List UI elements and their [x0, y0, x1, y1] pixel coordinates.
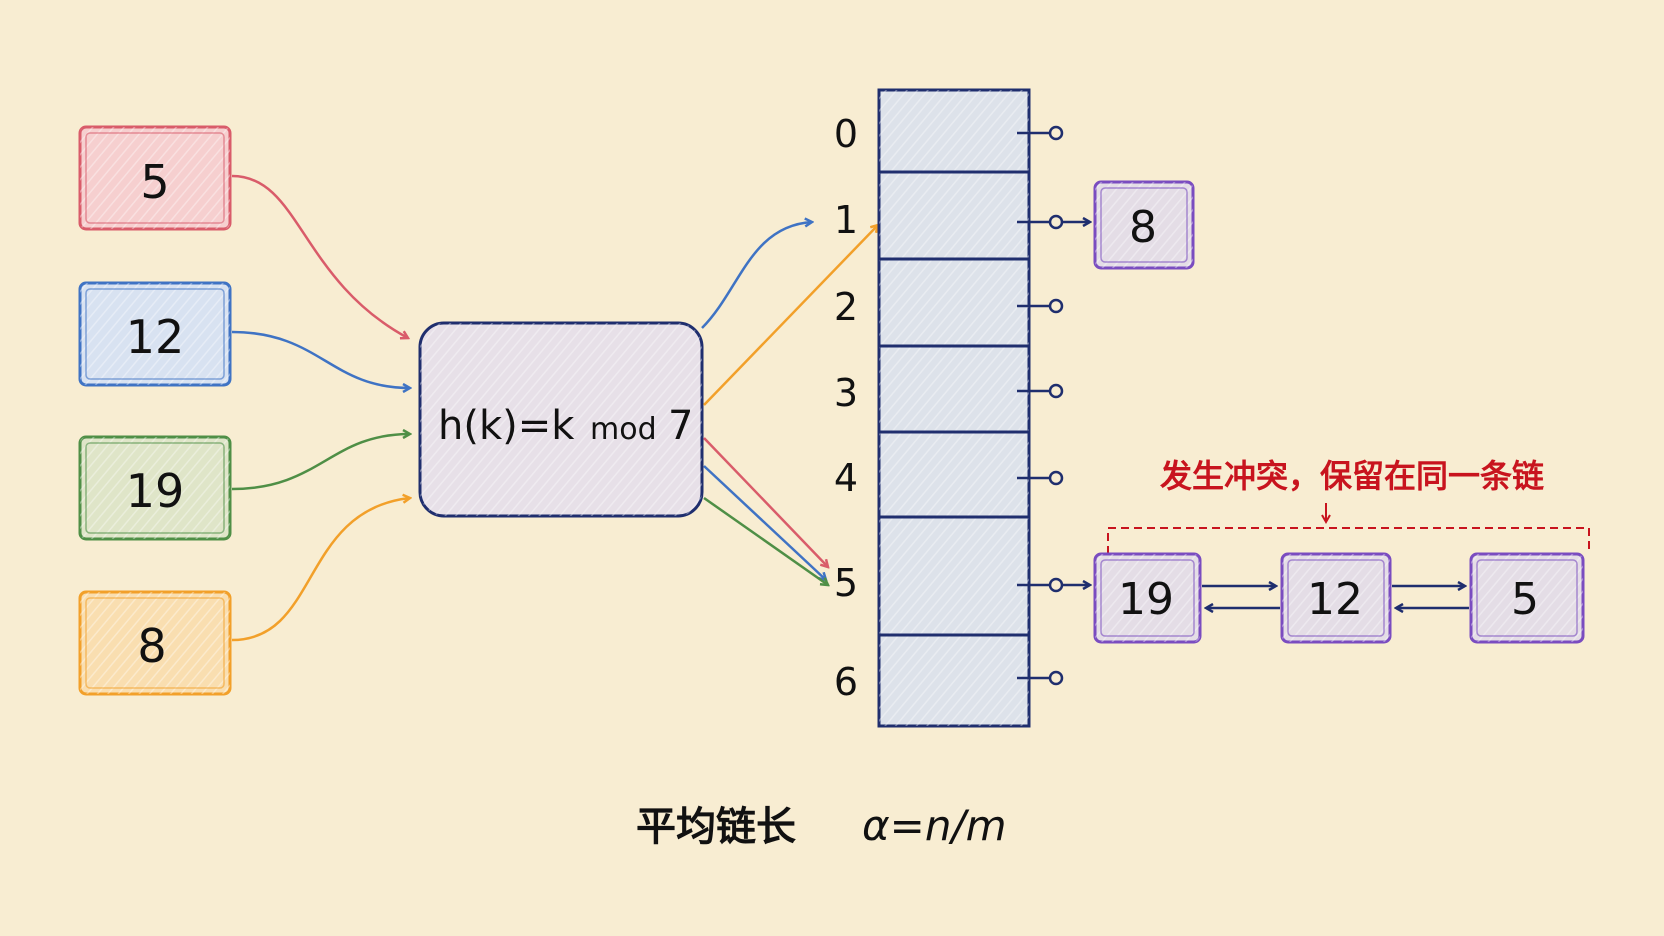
bucket-index-5: 5 — [834, 561, 858, 605]
arrow-key5-to-hash — [231, 174, 408, 338]
bucket-index-6: 6 — [834, 660, 858, 704]
bucket-index-1: 1 — [834, 198, 858, 242]
arrow-hash-to-bucket5-red — [703, 437, 828, 567]
key-label-19: 19 — [126, 464, 185, 518]
arrow-hash-to-bucket5-green — [703, 496, 828, 585]
hash-function-modulus: 7 — [668, 403, 693, 449]
chain-node-12: 12 — [1280, 552, 1392, 644]
bucket-index-3: 3 — [834, 371, 858, 415]
bucket-pointer-2 — [1017, 298, 1064, 314]
key-box-8: 8 — [78, 590, 232, 696]
arrow-hash-to-bucket1-orange — [703, 225, 878, 406]
chain-node-label-5: 5 — [1511, 574, 1539, 625]
bucket-index-2: 2 — [834, 285, 858, 329]
arrow-hash-to-bucket5-blue — [703, 465, 826, 580]
chain-node-5: 5 — [1469, 552, 1585, 644]
bucket-pointer-4 — [1017, 470, 1064, 486]
hash-function-box: h(k)=k mod 7 — [418, 321, 704, 518]
bucket-pointer-0 — [1017, 125, 1064, 141]
key-box-12: 12 — [78, 281, 232, 387]
arrow-key12-to-hash — [231, 330, 410, 388]
key-label-12: 12 — [126, 310, 185, 364]
bucket-pointer-5 — [1017, 577, 1090, 593]
collision-bracket — [1107, 527, 1590, 554]
bucket-pointer-1 — [1017, 214, 1090, 230]
chain-node-label-12: 12 — [1307, 574, 1363, 625]
bucket-index-0: 0 — [834, 112, 858, 156]
bucket-pointer-6 — [1017, 670, 1064, 686]
chain-node-label-19: 19 — [1118, 574, 1174, 625]
load-factor-label: 平均链长 — [636, 804, 796, 850]
bucket-array — [877, 88, 1031, 728]
key-label-8: 8 — [137, 619, 166, 673]
chain-node-19: 19 — [1093, 552, 1202, 644]
chain-node-8: 8 — [1093, 180, 1195, 270]
key-box-5: 5 — [78, 125, 232, 231]
key-box-19: 19 — [78, 435, 232, 541]
arrow-key19-to-hash — [231, 434, 410, 491]
arrow-hash-to-bucket1-blue — [701, 222, 812, 329]
bucket-pointer-3 — [1017, 383, 1064, 399]
hash-function-mod: mod — [590, 412, 657, 447]
load-factor-formula: α=n/m — [862, 801, 1007, 850]
bucket-index-4: 4 — [834, 456, 858, 500]
hash-function-formula: h(k)=k — [438, 403, 575, 449]
collision-note: 发生冲突，保留在同一条链 — [1160, 457, 1544, 495]
chain-node-label-8: 8 — [1129, 202, 1157, 253]
arrow-key8-to-hash — [231, 498, 410, 642]
key-label-5: 5 — [140, 155, 169, 209]
